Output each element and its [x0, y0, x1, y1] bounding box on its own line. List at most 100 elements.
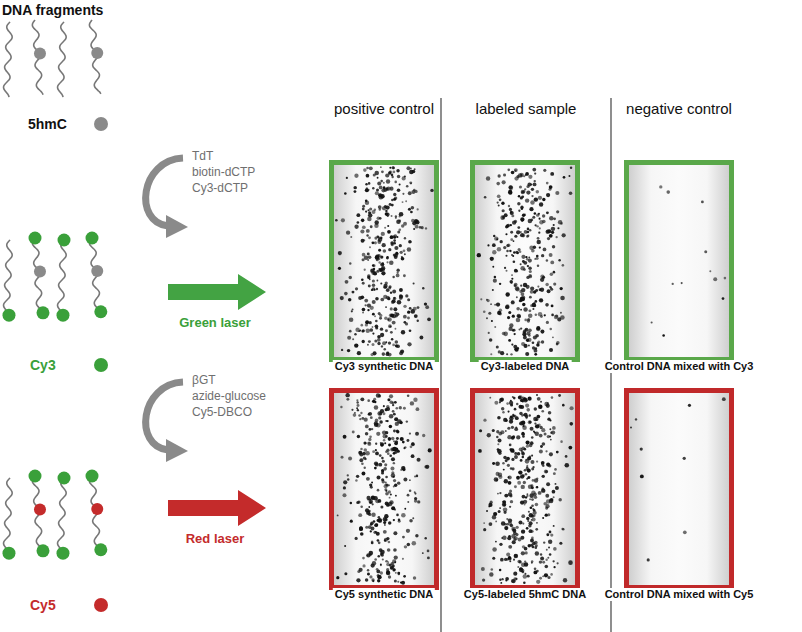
spot: [409, 307, 412, 310]
spot: [558, 498, 561, 501]
spot: [389, 167, 391, 169]
spot: [548, 411, 552, 415]
image-caption: Control DNA mixed with Cy5: [603, 588, 756, 601]
spot: [380, 506, 383, 509]
spot: [385, 435, 388, 438]
spot: [384, 488, 387, 491]
spot: [630, 427, 632, 429]
spot: [368, 285, 371, 288]
spot: [503, 418, 507, 422]
spot: [413, 307, 417, 311]
spot: [360, 448, 363, 451]
spot: [666, 190, 670, 194]
spot: [393, 253, 396, 256]
spot: [545, 565, 549, 569]
spot: [357, 351, 361, 355]
spot: [520, 327, 522, 329]
spot: [487, 433, 491, 437]
spot: [498, 475, 502, 479]
spot: [359, 329, 361, 331]
spot: [503, 174, 506, 177]
spot: [387, 230, 391, 234]
spot: [520, 206, 523, 209]
spot: [486, 176, 490, 180]
base-dot: [91, 503, 103, 515]
spot: [527, 319, 530, 322]
spot: [539, 577, 542, 580]
spot: [415, 225, 419, 229]
spot: [562, 404, 565, 407]
spot: [374, 467, 377, 470]
spot: [340, 406, 342, 408]
spot: [404, 446, 406, 448]
spot: [518, 173, 523, 178]
microscope-image: Cy5-labeled 5hmC DNA: [470, 388, 580, 590]
spot: [493, 512, 497, 516]
spot: [509, 419, 513, 423]
spot: [544, 314, 546, 316]
spot: [381, 263, 384, 266]
spot: [536, 486, 538, 488]
spot: [520, 233, 524, 237]
spot: [514, 283, 518, 287]
spot: [534, 353, 537, 356]
spot: [542, 475, 545, 478]
spot: [514, 235, 517, 238]
spot: [506, 224, 510, 228]
spot: [552, 245, 555, 248]
spot: [525, 440, 529, 444]
spot: [349, 317, 354, 322]
spot: [545, 559, 547, 561]
spot: [348, 298, 352, 302]
spot: [499, 579, 501, 581]
spot: [406, 529, 410, 533]
spot: [498, 204, 500, 206]
spot: [361, 219, 365, 223]
spot: [534, 258, 536, 260]
spot: [520, 263, 522, 265]
spot: [427, 550, 430, 553]
spot: [537, 240, 541, 244]
spot: [384, 227, 386, 229]
spot: [547, 237, 550, 240]
column-header: positive control: [334, 100, 434, 117]
spot: [357, 404, 360, 407]
spot: [543, 502, 547, 506]
spot: [511, 254, 513, 256]
spot: [521, 292, 525, 296]
spot: [552, 560, 554, 562]
spot: [401, 466, 405, 470]
spot: [528, 314, 533, 319]
spot: [560, 315, 565, 320]
spot: [529, 421, 532, 424]
spot: [503, 469, 505, 471]
spot: [372, 287, 375, 290]
spot: [527, 234, 529, 236]
dna-strand: [58, 240, 67, 315]
spot: [360, 412, 362, 414]
spot: [506, 402, 509, 405]
spot: [409, 519, 413, 523]
spot: [368, 510, 370, 512]
spot: [499, 398, 503, 402]
microscope-image: Control DNA mixed with Cy5: [624, 388, 734, 590]
spot: [380, 442, 384, 446]
spot: [570, 167, 572, 169]
spot: [492, 557, 495, 560]
spot: [401, 256, 403, 258]
spot: [539, 450, 543, 454]
spot: [546, 193, 550, 197]
spot: [390, 313, 394, 317]
spot: [494, 276, 496, 278]
spot: [540, 426, 543, 429]
spot: [386, 407, 390, 411]
end-dot: [56, 309, 69, 322]
spot: [362, 308, 366, 312]
spot: [415, 190, 418, 193]
spot: [481, 567, 485, 571]
spot: [529, 229, 532, 232]
spot: [377, 342, 380, 345]
spot: [374, 523, 378, 527]
spot: [502, 180, 506, 184]
spot: [370, 416, 373, 419]
